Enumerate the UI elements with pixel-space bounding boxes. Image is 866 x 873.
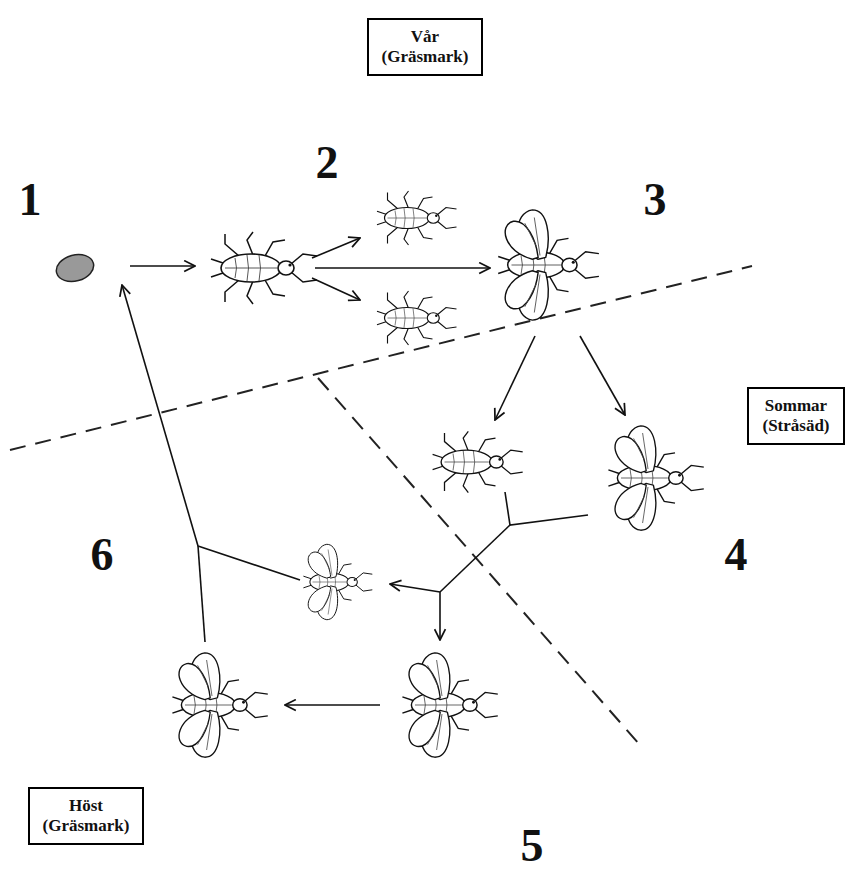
season-label: Höst (Gräsmark): [43, 796, 130, 837]
wingless-aphid: [377, 291, 457, 345]
wingless-aphid: [433, 431, 523, 492]
season-divider: [10, 266, 752, 450]
callout-number: 2: [316, 140, 339, 186]
season-box: Vår (Gräsmark): [367, 18, 484, 77]
callout-number: 3: [644, 177, 667, 223]
egg: [53, 251, 96, 286]
winged-aphid: [608, 426, 703, 530]
season-label: Sommar (Stråsäd): [762, 396, 829, 437]
callout-number: 1: [19, 177, 42, 223]
wingless-aphid: [211, 232, 317, 304]
season-label: Vår (Gräsmark): [382, 27, 469, 68]
season-box: Sommar (Stråsäd): [747, 387, 844, 446]
cycle-arrows: [122, 238, 625, 705]
winged-aphid: [402, 653, 497, 757]
season-box: Höst (Gräsmark): [28, 787, 145, 846]
callout-number: 4: [725, 532, 748, 578]
winged-aphid: [498, 210, 599, 320]
callout-number: 6: [91, 532, 114, 578]
callout-number: 5: [521, 823, 544, 869]
winged-aphid: [303, 544, 372, 619]
season-divider: [318, 378, 640, 745]
winged-aphid: [172, 653, 267, 757]
wingless-aphid: [377, 191, 457, 245]
